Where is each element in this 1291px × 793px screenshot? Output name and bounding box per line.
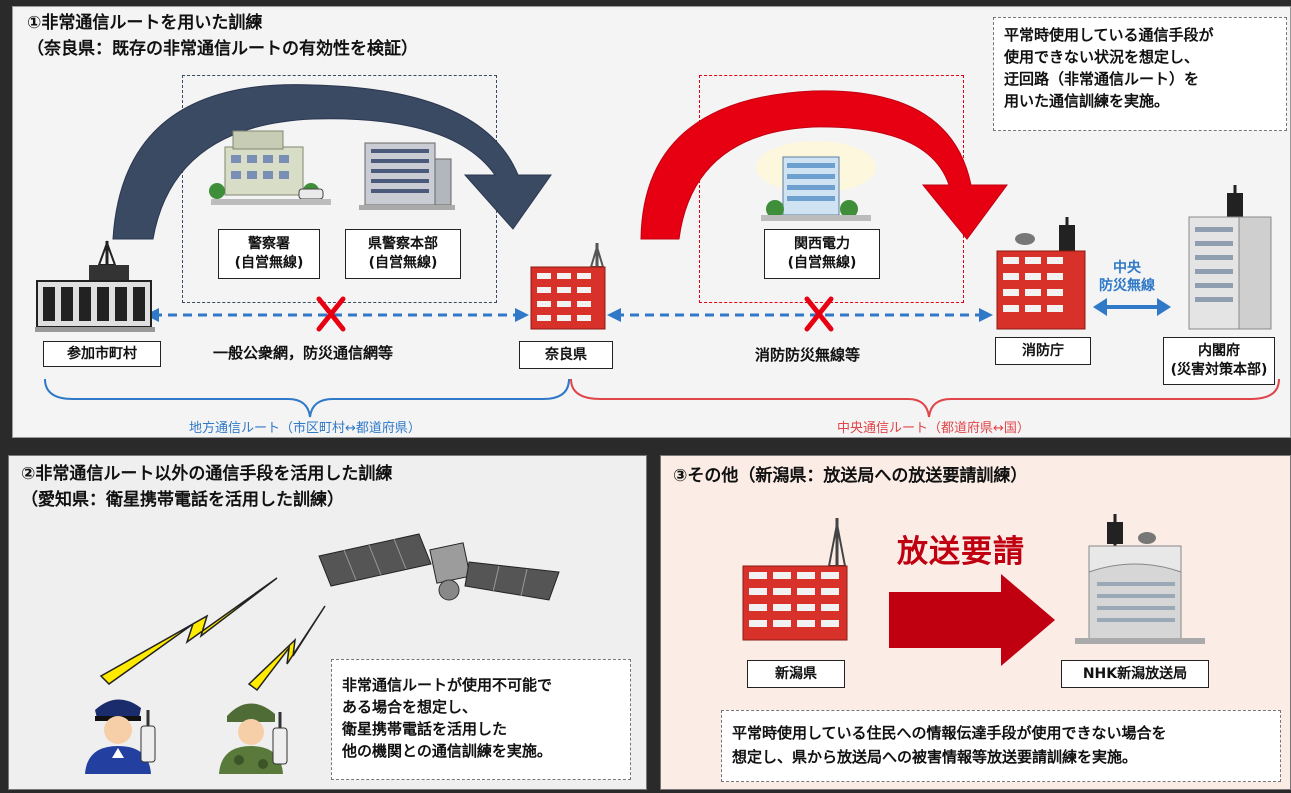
fire-radio-label: 消防防災無線等 xyxy=(755,346,861,364)
panel-broadcast-request: ③その他（新潟県：放送局への放送要請訓練） 新潟県 放送要請 NHK新潟放送局 … xyxy=(660,455,1291,790)
police-station-label: 警察署 (自営無線) xyxy=(218,229,320,279)
dark-arc-arrow xyxy=(112,84,552,240)
sdf-soldier-icon xyxy=(219,703,288,774)
label-line: (自営無線) xyxy=(234,255,304,271)
note-line: 迂回路（非常通信ルート）を xyxy=(1004,70,1200,88)
panel2-title: ②非常通信ルート以外の通信手段を活用した訓練 xyxy=(21,464,393,484)
x-mark-local xyxy=(316,296,346,332)
fdma-building xyxy=(996,217,1086,330)
label-line: (自営無線) xyxy=(787,255,857,271)
lightning-bolt-left xyxy=(99,577,278,685)
panel-emergency-route: ①非常通信ルートを用いた訓練 （奈良県：既存の非常通信ルートの有効性を検証） 平… xyxy=(12,6,1291,438)
nara-label: 奈良県 xyxy=(519,341,613,369)
central-disaster-radio-label: 中央 防災無線 xyxy=(1099,259,1155,295)
kansai-electric-label: 関西電力 (自営無線) xyxy=(764,229,880,279)
label-line: (災害対策本部) xyxy=(1170,362,1268,378)
arrowhead-left xyxy=(1093,298,1107,316)
label-line: 防災無線 xyxy=(1099,278,1155,294)
panel2-subtitle: （愛知県：衛星携帯電話を活用した訓練） xyxy=(21,490,344,510)
note-line: 使用できない状況を想定し、 xyxy=(1004,48,1200,66)
broadcast-request-text: 放送要請 xyxy=(897,534,1025,570)
arrowhead-right xyxy=(515,308,529,322)
arrowhead-right xyxy=(1157,298,1171,316)
route-arrows xyxy=(44,84,1280,418)
arrowhead-right xyxy=(979,308,993,322)
note-line: 平常時使用している住民への情報伝達手段が使用できない場合を xyxy=(732,724,1167,742)
municipality-building xyxy=(35,240,155,332)
note-line: 他の機関との通信訓練を実施。 xyxy=(342,742,552,760)
police-officer-icon xyxy=(85,699,156,774)
cabinet-office-label: 内閣府 (災害対策本部) xyxy=(1163,337,1275,385)
satellite-icon xyxy=(318,533,560,601)
label-line: 県警察本部 xyxy=(368,236,438,252)
panel2-note: 非常通信ルートが使用不可能で ある場合を想定し、 衛星携帯電話を活用した 他の機… xyxy=(331,659,631,780)
note-line: 用いた通信訓練を実施。 xyxy=(1004,92,1170,110)
panel1-subtitle: （奈良県：既存の非常通信ルートの有効性を検証） xyxy=(27,39,418,59)
nhk-label: NHK新潟放送局 xyxy=(1061,660,1209,688)
lightning-bolts xyxy=(99,577,326,692)
note-line: 衛星携帯電話を活用した xyxy=(342,720,508,738)
broadcast-request-arrow xyxy=(889,574,1055,666)
note-line: 平常時使用している通信手段が xyxy=(1004,26,1214,44)
arrowhead-left xyxy=(607,308,621,322)
kansai-electric-building xyxy=(756,141,876,221)
cabinet-office-building xyxy=(1188,185,1272,330)
red-arc-arrow xyxy=(640,90,1008,240)
public-network-label: 一般公衆網，防災通信網等 xyxy=(213,344,394,362)
niigata-pref-building xyxy=(742,518,848,641)
fdma-label: 消防庁 xyxy=(995,337,1091,365)
label-line: 内閣府 xyxy=(1198,343,1240,359)
nhk-building xyxy=(1075,514,1205,644)
label-line: 警察署 xyxy=(248,236,290,252)
local-route-label: 地方通信ルート（市区町村↔都道府県） xyxy=(189,421,421,436)
note-line: 非常通信ルートが使用不可能で xyxy=(342,676,553,694)
panel3-note: 平常時使用している住民への情報伝達手段が使用できない場合を 想定し、県から放送局… xyxy=(721,710,1281,782)
panel1-note: 平常時使用している通信手段が 使用できない状況を想定し、 迂回路（非常通信ルート… xyxy=(993,17,1287,131)
lightning-bolt-right xyxy=(247,605,326,692)
note-line: ある場合を想定し、 xyxy=(342,698,478,716)
local-route-brace xyxy=(44,378,570,418)
label-line: 中央 xyxy=(1113,260,1141,276)
note-line: 想定し、県から放送局への被害情報等放送要請訓練を実施。 xyxy=(732,748,1138,766)
nara-pref-building xyxy=(530,243,606,330)
x-mark-central xyxy=(804,296,834,332)
niigata-label: 新潟県 xyxy=(747,660,845,688)
central-route-label: 中央通信ルート（都道府県↔国） xyxy=(837,421,1030,436)
panel-satellite-phone: ②非常通信ルート以外の通信手段を活用した訓練 （愛知県：衛星携帯電話を活用した訓… xyxy=(8,455,647,790)
left-edge-strip xyxy=(0,0,10,793)
municipality-label: 参加市町村 xyxy=(43,341,161,367)
police-hq-building xyxy=(359,142,455,210)
panel3-title: ③その他（新潟県：放送局への放送要請訓練） xyxy=(673,466,1028,486)
label-line: 関西電力 xyxy=(794,236,850,252)
police-hq-label: 県警察本部 (自営無線) xyxy=(345,229,461,279)
police-station-building xyxy=(209,130,331,205)
panel1-title: ①非常通信ルートを用いた訓練 xyxy=(27,13,263,33)
label-line: (自営無線) xyxy=(368,255,438,271)
central-route-brace xyxy=(570,378,1280,418)
